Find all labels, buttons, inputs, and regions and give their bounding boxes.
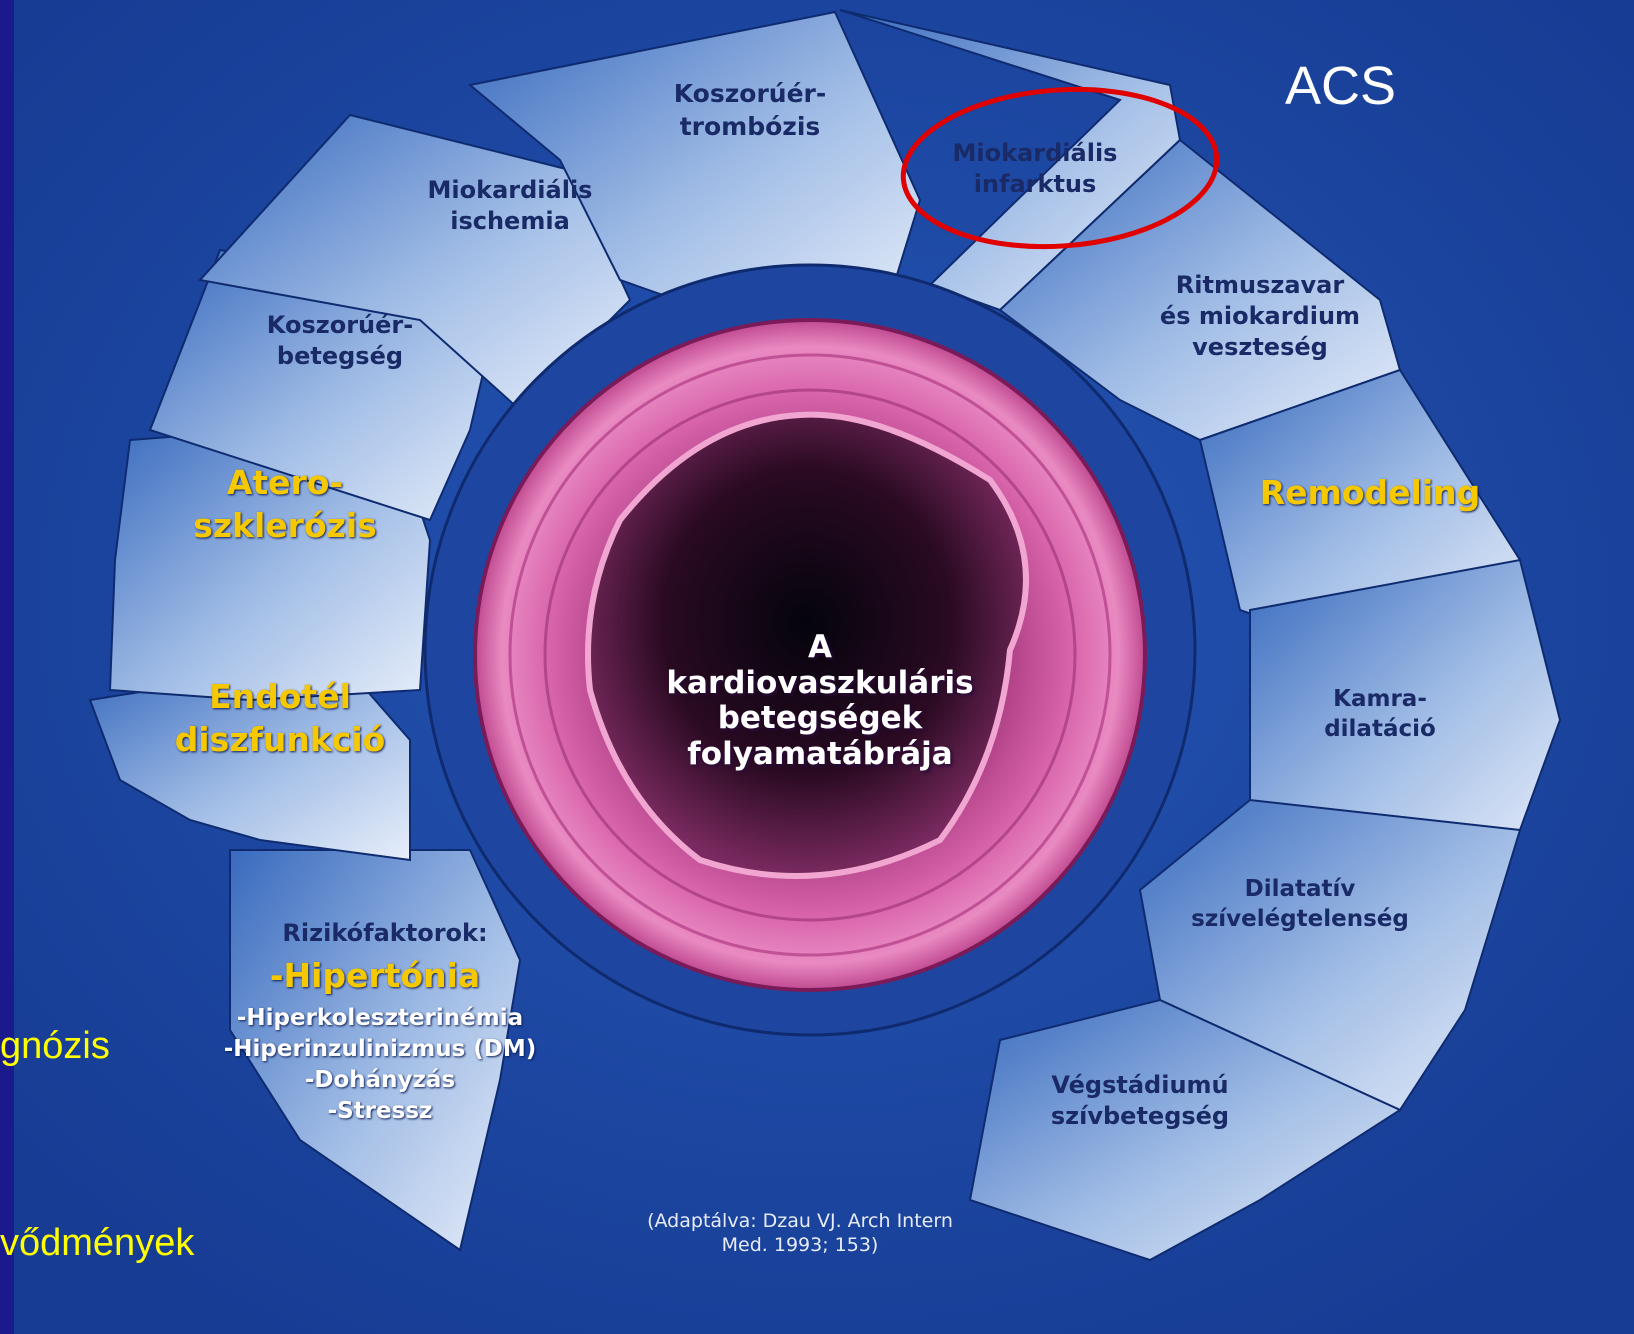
step-risk-factors-title: Rizikófaktorok: [235,918,535,949]
center-title: A kardiovaszkuláris betegségek folyamatá… [600,630,1040,773]
step-myocardial-ischemia: Miokardiális ischemia [385,175,635,237]
step-end-stage: Végstádiumú szívbetegség [1010,1070,1270,1132]
left-text-complications: vődmények [0,1222,194,1265]
step-risk-factors-list: -Hiperkoleszterinémia -Hiperinzulinizmus… [150,1003,610,1127]
step-remodeling: Remodeling [1220,472,1520,515]
step-atherosclerosis: Atero- szklerózis [160,462,410,548]
acs-label: ACS [1285,55,1396,117]
left-text-prognosis: gnózis [0,1025,110,1068]
step-endothelial-dysfunction: Endotél diszfunkció [150,676,410,762]
step-coronary-thrombosis: Koszorúér- trombózis [630,78,870,143]
step-coronary-disease: Koszorúér- betegség [220,310,460,372]
step-myocardial-infarction: Miokardiális infarktus [910,138,1160,200]
step-risk-factor-hypertension: -Hipertónia [225,955,525,998]
step-arrhythmia: Ritmuszavar és miokardium veszteség [1110,270,1410,364]
step-dilated-heart-failure: Dilatatív szívelégtelenség [1150,875,1450,935]
citation: (Adaptálva: Dzau VJ. Arch Intern Med. 19… [560,1210,1040,1258]
step-ventricular-dilatation: Kamra- dilatáció [1280,685,1480,745]
